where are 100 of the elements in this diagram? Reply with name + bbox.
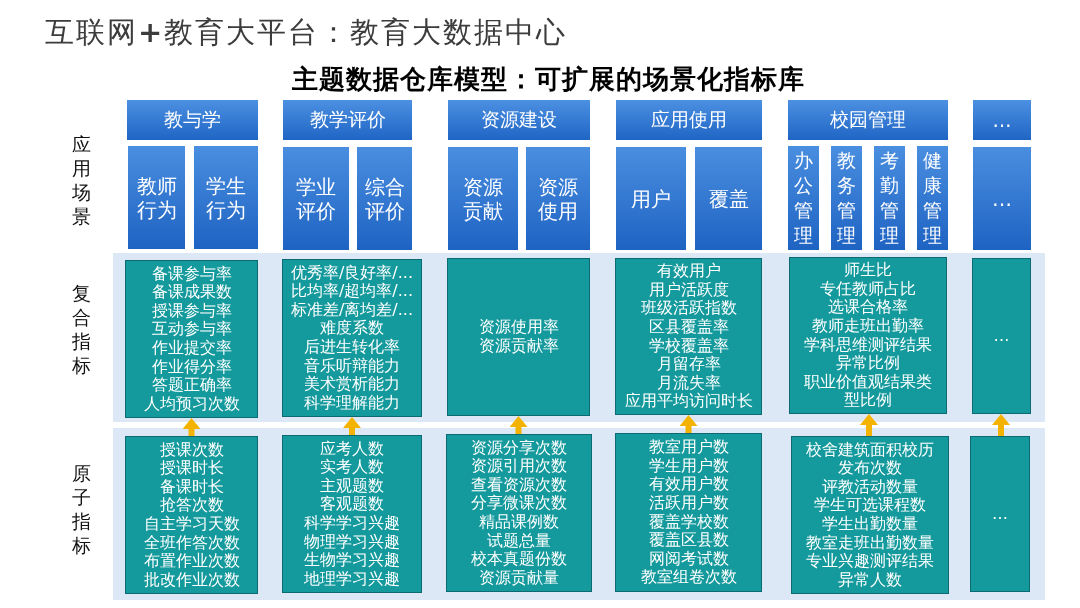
metric-name: 异常比例 <box>836 354 900 373</box>
metric-name: 布置作业次数 <box>143 552 240 571</box>
metric-name: … <box>993 326 1010 346</box>
category-label: 资源建设 <box>481 107 557 132</box>
metric-name: 自主学习天数 <box>143 515 240 534</box>
scenario-tile <box>448 147 518 250</box>
category-header <box>283 100 412 140</box>
metric-name: 美术赏析能力 <box>304 375 400 394</box>
metric-name: 主观题数 <box>320 476 384 495</box>
metric-card <box>282 435 422 593</box>
scenario-label: 学生行为 <box>205 173 247 222</box>
metric-name: 授课次数 <box>159 440 224 460</box>
metric-name: 后进生转化率 <box>304 338 400 357</box>
row-label: 复合指标 <box>71 281 91 377</box>
subtitle: 主题数据仓库模型：可扩展的场景化指标库 <box>291 63 805 95</box>
metric-card <box>970 436 1030 592</box>
arrow <box>860 414 878 436</box>
metric-name: 物理学习兴趣 <box>304 532 400 551</box>
metric-name: 资源贡献量 <box>479 568 559 588</box>
metric-name: 试题总量 <box>487 531 551 551</box>
metric-card <box>447 258 590 416</box>
metric-name: 网阅考试数 <box>648 549 729 568</box>
scenario-tile <box>194 146 258 249</box>
metric-name: 查看资源次数 <box>471 475 567 494</box>
metric-name: 客观题数 <box>320 495 384 514</box>
metric-name: 学生可选课程数 <box>814 496 926 515</box>
arrow <box>509 416 528 434</box>
metric-name: 月留存率 <box>656 355 721 374</box>
scenario-tile <box>128 146 185 249</box>
scenario-label: 教师行为 <box>135 173 178 222</box>
metric-card <box>615 258 762 415</box>
metric-name: 教室组卷次数 <box>640 568 737 587</box>
metric-name: 师生比 <box>844 261 892 280</box>
metric-name: 精品课例数 <box>479 513 559 532</box>
metric-name: 资源贡献率 <box>478 337 559 356</box>
metric-name: 校本真题份数 <box>471 550 567 569</box>
metric-card <box>125 260 258 418</box>
metric-name: 覆盖学校数 <box>648 512 729 531</box>
scenario-label: 资源使用 <box>537 174 579 223</box>
metric-name: 优秀率/良好率/... <box>290 263 413 283</box>
metric-name: 作业得分率 <box>151 357 232 377</box>
arrow <box>992 414 1010 436</box>
metric-name: 资源使用率 <box>478 318 559 337</box>
scenario-label: 覆盖 <box>708 186 749 211</box>
metric-name: 答题正确率 <box>151 376 232 395</box>
metric-name: 科学学习兴趣 <box>304 514 400 533</box>
scenario-label: 办公管理 <box>793 148 814 248</box>
scenario-label: 健康管理 <box>922 148 943 248</box>
category-header <box>127 100 258 140</box>
scenario-tile <box>283 147 349 250</box>
metric-name: 实考人数 <box>320 458 384 477</box>
metric-name: 有效用户数 <box>648 475 729 494</box>
metric-name: 覆盖区县数 <box>648 531 729 550</box>
metric-card <box>446 434 592 592</box>
scenario-tile <box>616 147 686 250</box>
metric-name: 批改作业次数 <box>143 570 240 590</box>
metric-name: 活跃用户数 <box>648 493 729 513</box>
metric-name: 比均率/超均率/... <box>290 282 413 301</box>
metric-card <box>791 436 949 594</box>
category-header <box>616 100 762 140</box>
arrow <box>343 417 361 435</box>
category-header <box>788 100 948 140</box>
metric-name: 分享微课次数 <box>471 494 567 513</box>
metric-name: 班级活跃指数 <box>640 299 737 318</box>
metric-name: 有效用户 <box>656 262 721 281</box>
scenario-label: … <box>992 186 1012 211</box>
row-label: 原子指标 <box>71 461 91 557</box>
metric-name: 作业提交率 <box>151 339 232 358</box>
metric-name: 教师走班出勤率 <box>812 316 924 336</box>
metric-card <box>125 436 258 594</box>
category-label: 应用使用 <box>651 107 727 132</box>
scenario-tile <box>526 147 590 250</box>
metric-name: 授课时长 <box>159 459 224 478</box>
row-label: 应用场景 <box>71 132 91 228</box>
metric-name: 专任教师占比 <box>820 279 916 299</box>
metric-card <box>282 259 422 417</box>
scenario-label: 考勤管理 <box>879 148 900 248</box>
metric-name: 教室走班出勤数量 <box>806 533 934 552</box>
metric-name: 互动参与率 <box>151 320 232 339</box>
metric-name: 学校覆盖率 <box>648 336 729 356</box>
metric-name: 区县覆盖率 <box>648 317 729 337</box>
metric-name: 备课参与率 <box>151 264 232 284</box>
category-label: 校园管理 <box>830 107 906 132</box>
metric-name: 学生用户数 <box>648 456 729 475</box>
metric-name: 地理学习兴趣 <box>304 569 400 589</box>
category-label: 教学评价 <box>309 107 386 132</box>
scenario-tile <box>357 147 412 250</box>
metric-name: 评教活动数量 <box>822 477 918 496</box>
metric-card <box>789 257 947 414</box>
category-label: … <box>992 109 1012 131</box>
arrow <box>679 415 698 433</box>
row-band <box>113 428 1045 600</box>
metric-name: 人均预习次数 <box>143 394 240 414</box>
metric-name: 异常人数 <box>838 570 902 590</box>
scenario-tile <box>973 147 1031 250</box>
metric-name: 资源分享次数 <box>471 438 567 458</box>
metric-name: 校舍建筑面积校历发布次数 <box>805 440 935 478</box>
metric-name: 音乐听辩能力 <box>304 356 400 375</box>
metric-name: 职业价值观结果类型比例 <box>803 372 933 410</box>
category-label: 教与学 <box>164 107 221 132</box>
